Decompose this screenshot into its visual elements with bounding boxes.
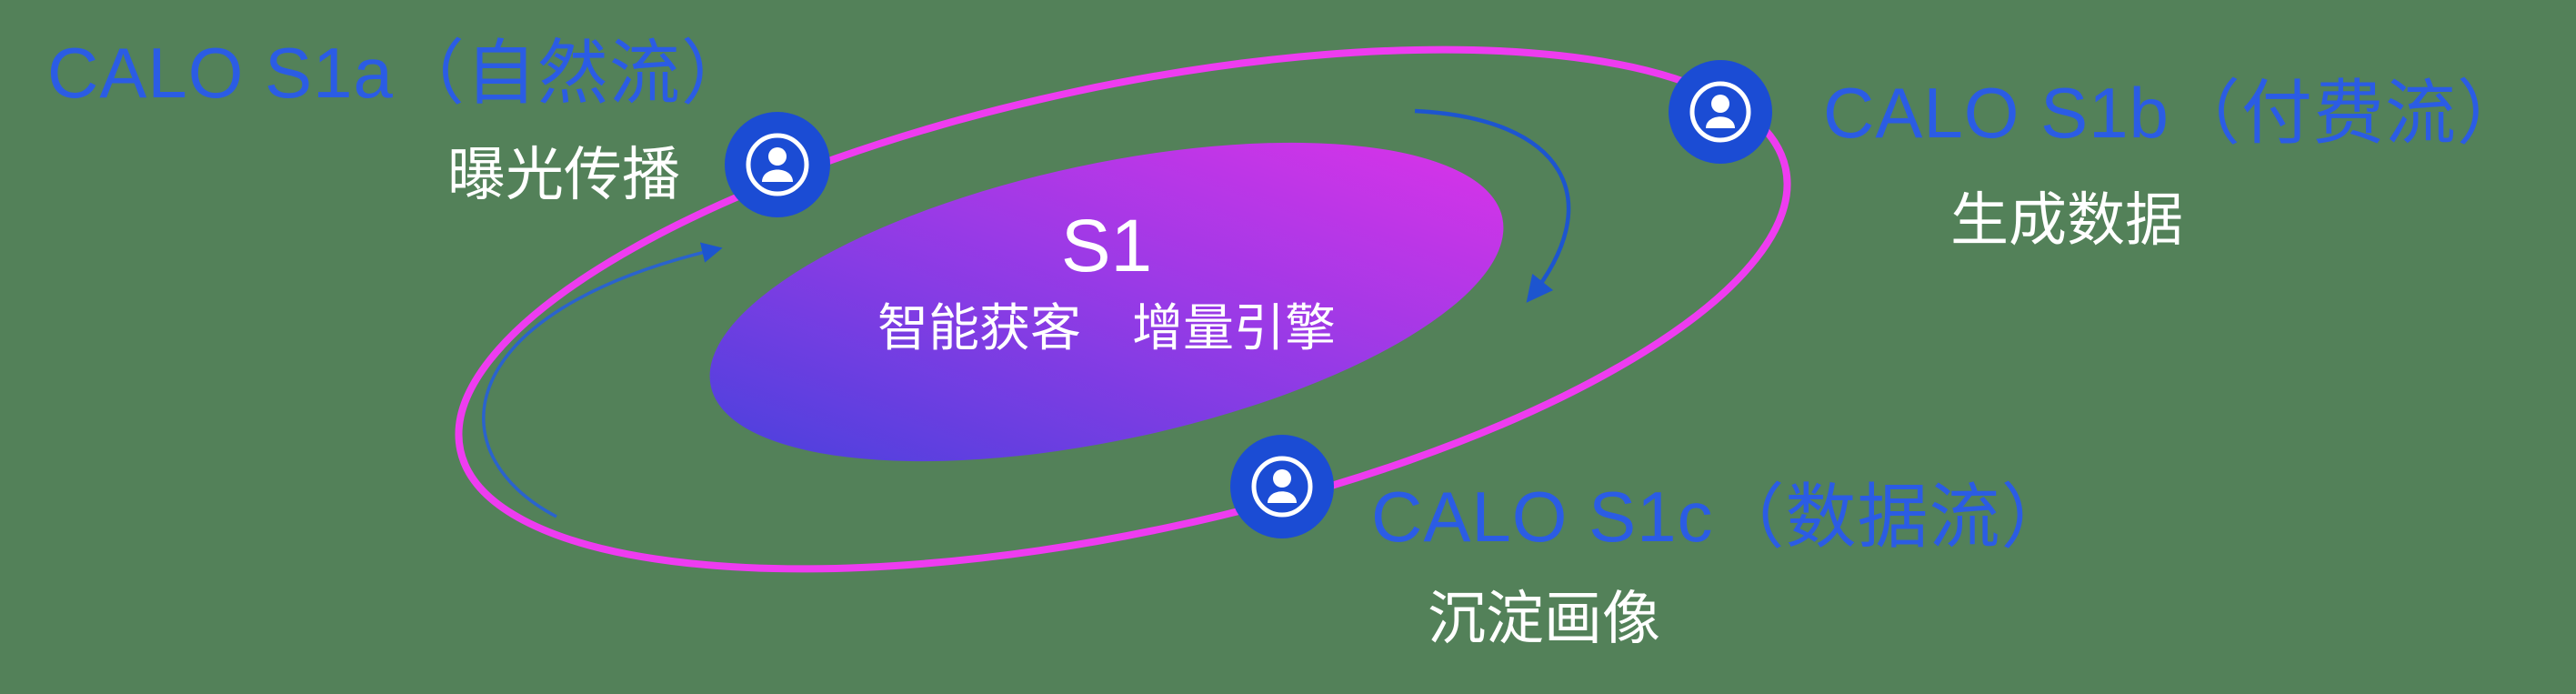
flow-arrow-right xyxy=(1414,108,1571,303)
node-s1a-subtitle: 曝光传播 xyxy=(447,142,680,207)
node-s1c-subtitle: 沉淀画像 xyxy=(1428,586,1660,651)
node-s1a-title: CALO S1a（自然流） xyxy=(47,33,753,113)
node-s1b-title: CALO S1b（付费流） xyxy=(1823,73,2529,153)
node-s1a xyxy=(725,112,830,217)
user-circle-icon xyxy=(1689,81,1751,143)
flow-arrow-left xyxy=(482,242,723,518)
node-s1b-subtitle: 生成数据 xyxy=(1950,187,2183,253)
center-title: S1 xyxy=(1060,205,1153,287)
center-subtitle: 智能获客 增量引擎 xyxy=(877,299,1336,357)
user-circle-icon xyxy=(746,133,809,196)
node-s1b xyxy=(1669,60,1772,164)
node-s1c xyxy=(1230,435,1334,538)
node-s1c-title: CALO S1c（数据流） xyxy=(1371,477,2073,557)
center-label-group: S1 智能获客 增量引擎 xyxy=(834,205,1379,357)
user-circle-icon xyxy=(1251,456,1313,518)
orbit-ring xyxy=(455,45,1791,573)
center-ellipse xyxy=(709,142,1504,462)
